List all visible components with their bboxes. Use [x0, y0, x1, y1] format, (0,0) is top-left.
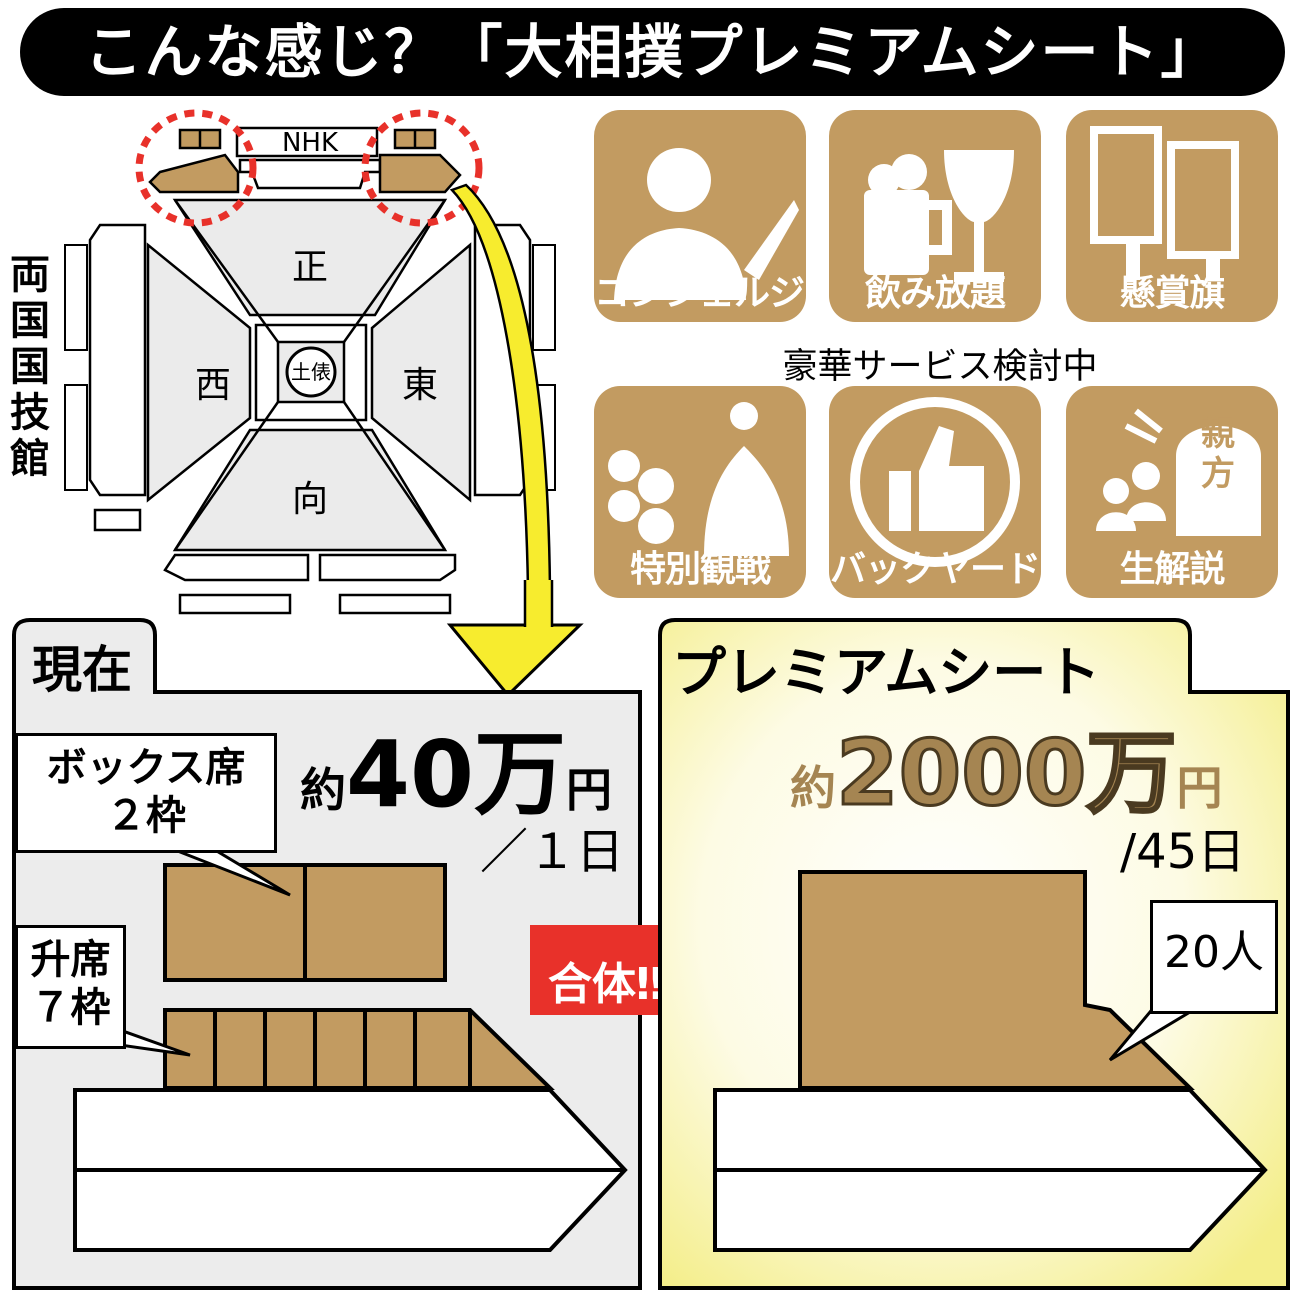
- masu-seat-callout-line: ７枠: [30, 985, 111, 1031]
- box-seat-callout: ボックス席 ２枠: [15, 733, 277, 853]
- thumbs-up-icon: [850, 397, 1020, 567]
- side-label-south: 向: [292, 479, 329, 520]
- side-label-west: 西: [195, 365, 232, 406]
- arena-map: [64, 109, 556, 615]
- current-tab-label: 現在: [32, 641, 132, 699]
- drinks-icon: [864, 150, 1014, 282]
- venue-name: 両 国 国 技 館: [8, 252, 52, 482]
- callout-pointers: [118, 848, 291, 1057]
- box-seat-callout-line: ボックス席: [46, 745, 246, 791]
- oyakata-label: 親 方: [1196, 414, 1240, 494]
- venue-name-char: 両: [10, 252, 50, 298]
- current-price-unit: 円: [566, 763, 613, 817]
- prize-banner-icon: [1090, 126, 1239, 280]
- current-price: 約40万円: [300, 700, 612, 833]
- concierge-icon: [614, 148, 799, 300]
- venue-name-char: 国: [10, 298, 50, 344]
- live-commentary-icon: [1096, 408, 1261, 536]
- side-label-north: 正: [292, 247, 329, 288]
- booth-label: NHK: [281, 128, 339, 158]
- service-tile-backyard: バックヤード: [829, 386, 1041, 598]
- service-tile-label: 飲み放題: [864, 273, 1006, 314]
- service-tile-label: 生解説: [1119, 549, 1225, 590]
- current-price-prefix: 約: [300, 763, 346, 817]
- arena-map-sections: [88, 126, 532, 615]
- premium-tab-label: プレミアムシート: [672, 641, 1101, 704]
- current-period: ／１日: [480, 824, 625, 880]
- masu-seat-callout-line: 升席: [30, 937, 111, 983]
- ring-label: 土俵: [291, 360, 331, 384]
- merge-label: 合体‼: [548, 959, 664, 1010]
- premium-price-unit: 円: [1176, 761, 1223, 815]
- service-tile-label: バックヤード: [829, 549, 1041, 590]
- services-note: 豪華サービス検討中: [782, 347, 1098, 387]
- title-bar: [20, 8, 1285, 96]
- oyakata-char: 親: [1201, 414, 1235, 454]
- premium-period: /45日: [1120, 824, 1246, 880]
- premium-seat-diagram: [713, 870, 1268, 1252]
- oyakata-char: 方: [1201, 454, 1235, 494]
- service-tile-label: 懸賞旗: [1119, 273, 1225, 314]
- premium-price-amount: 2000万: [835, 720, 1178, 828]
- service-tile-live-commentary: 親 方 生解説: [1066, 386, 1278, 598]
- masu-seat-callout: 升席 ７枠: [15, 925, 126, 1049]
- service-tile-special-viewing: 特別観戦: [594, 386, 806, 598]
- special-viewing-icon: [608, 402, 789, 556]
- venue-name-char: 館: [10, 436, 50, 482]
- service-tile-drinks: 飲み放題: [829, 110, 1041, 322]
- capacity-callout: 20人: [1150, 900, 1278, 1014]
- page-title: こんな感じ？「大相撲プレミアムシート」: [84, 18, 1221, 86]
- service-tile-label: 特別観戦: [629, 549, 771, 590]
- box-seat-callout-line: ２枠: [106, 793, 186, 839]
- current-price-amount: 40万: [346, 721, 567, 828]
- venue-name-char: 技: [10, 390, 50, 436]
- premium-price-prefix: 約: [790, 761, 836, 815]
- highlight-arrow: [446, 183, 584, 698]
- venue-name-char: 国: [10, 344, 50, 390]
- side-label-east: 東: [402, 365, 439, 406]
- service-tile-label: コンシェルジュ: [594, 273, 837, 314]
- service-tile-prize-banner: 懸賞旗: [1066, 110, 1278, 322]
- premium-price: 約2000万円: [790, 700, 1223, 830]
- current-seat-diagram: [73, 863, 628, 1252]
- service-tile-concierge: コンシェルジュ: [594, 110, 837, 322]
